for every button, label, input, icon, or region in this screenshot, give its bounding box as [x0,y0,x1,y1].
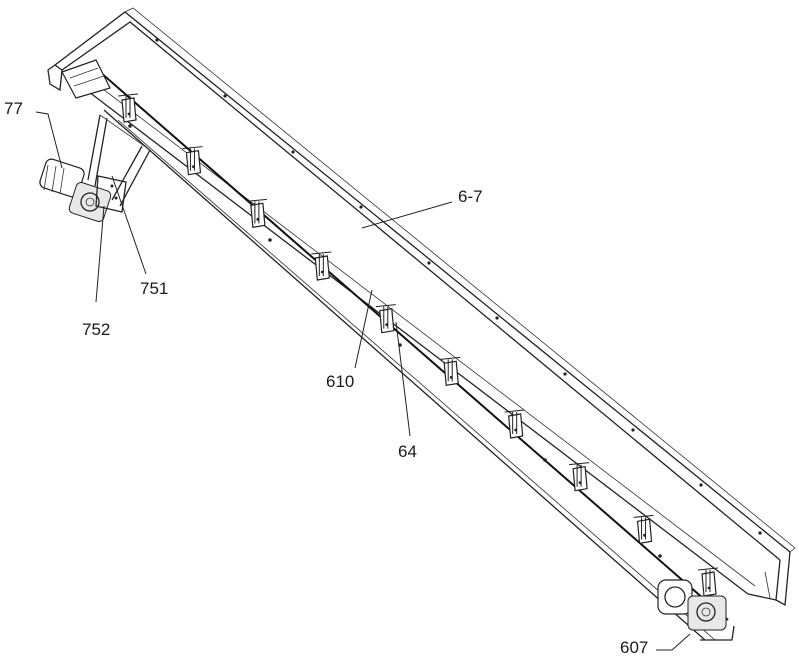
label-64: 64 [398,442,417,461]
right-drive-motor [657,579,735,641]
conveyor-frame [47,7,796,641]
chain-bracket [440,356,461,387]
chain-bracket [569,462,590,492]
left-drive-motor [39,59,127,222]
chain-bracket [182,146,203,176]
chain-bracket [504,409,525,439]
rim-rivets [155,38,762,535]
chain-bracket [311,251,332,281]
label-6-7: 6-7 [458,187,483,206]
chain-bracket [697,567,719,597]
label-607: 607 [620,638,648,657]
chain-bracket-group [117,93,719,597]
chain-bracket [117,93,139,123]
chain-bracket [246,198,267,229]
label-751: 751 [140,279,168,298]
label-752: 752 [82,320,110,339]
reference-labels: 77 6-7 751 752 610 64 607 [4,99,648,657]
chain-bracket [375,304,396,334]
leader-lines [35,111,691,651]
label-610: 610 [326,372,354,391]
label-77: 77 [4,99,23,118]
chain-bracket [633,514,654,545]
